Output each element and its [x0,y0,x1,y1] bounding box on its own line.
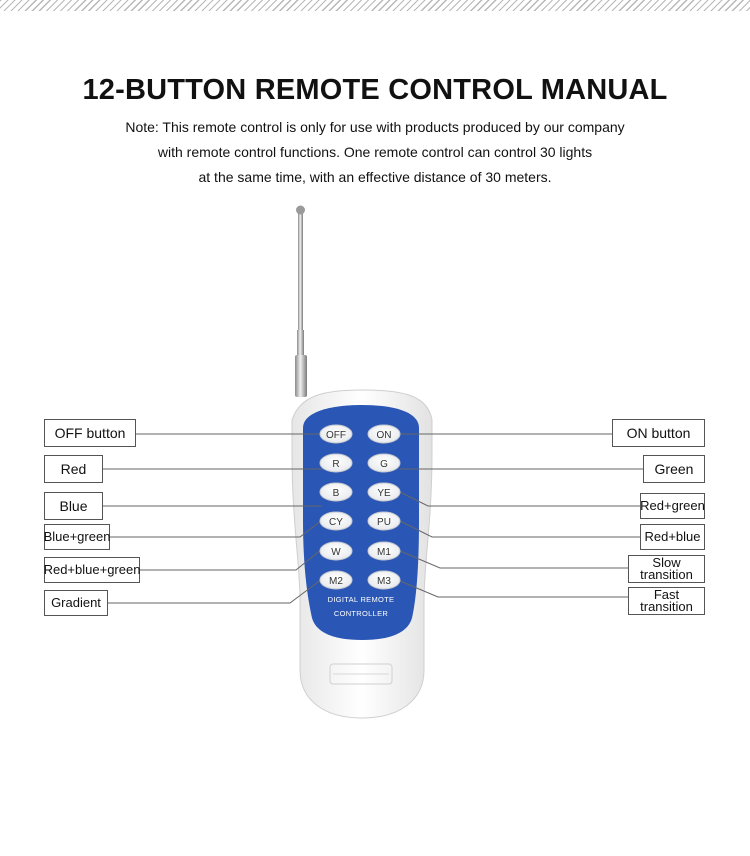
label-blue-green: Blue+green [44,524,110,550]
button-label: PU [377,517,391,528]
note-line: with remote control functions. One remot… [157,144,593,160]
button-b[interactable]: B [319,482,353,502]
label-line: transition [640,599,693,614]
button-ye[interactable]: YE [367,482,401,502]
button-label: ON [377,430,392,441]
bottom-slot [329,663,393,685]
note-line: Note: This remote control is only for us… [125,119,625,135]
button-m2[interactable]: M2 [319,570,353,590]
button-cy[interactable]: CY [319,511,353,531]
label-line: Fast [653,587,680,602]
brand-line: CONTROLLER [334,609,389,618]
label-red: Red [44,455,103,483]
label-fast-transition: Fast transition [628,587,705,615]
button-label: OFF [326,430,346,441]
button-label: M3 [377,576,391,587]
label-blue: Blue [44,492,103,520]
label-slow-transition: Slow transition [628,555,705,583]
button-label: G [380,459,388,470]
button-label: M2 [329,576,343,587]
label-red-blue: Red+blue [640,524,705,550]
label-off-button: OFF button [44,419,136,447]
note-line: at the same time, with an effective dist… [198,169,552,185]
label-on-button: ON button [612,419,705,447]
button-m3[interactable]: M3 [367,570,401,590]
button-off[interactable]: OFF [319,424,353,444]
label-line: transition [640,567,693,582]
button-w[interactable]: W [319,541,353,561]
leader-lines [103,433,643,604]
button-label: CY [329,517,343,528]
button-label: R [332,459,339,470]
button-g[interactable]: G [367,453,401,473]
button-label: W [331,547,341,558]
top-hatch-border [0,0,750,11]
button-pu[interactable]: PU [367,511,401,531]
button-m1[interactable]: M1 [367,541,401,561]
label-gradient: Gradient [44,590,108,616]
label-green: Green [643,455,705,483]
button-r[interactable]: R [319,453,353,473]
note-text: Note: This remote control is only for us… [0,115,750,190]
antenna [295,205,307,397]
button-label: YE [377,488,391,499]
page-title: 12-BUTTON REMOTE CONTROL MANUAL [82,74,668,106]
label-red-green: Red+green [640,493,705,519]
button-label: M1 [377,547,391,558]
brand-line: DIGITAL REMOTE [328,595,395,604]
label-line: Slow [652,555,681,570]
button-on[interactable]: ON [367,424,401,444]
button-label: B [333,488,340,499]
label-red-blue-green: Red+blue+green [44,557,140,583]
